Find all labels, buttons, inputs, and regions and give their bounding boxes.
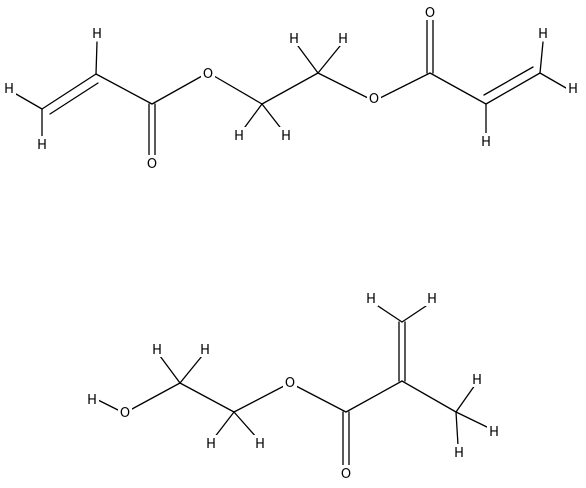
atom-label-text: H	[472, 373, 482, 388]
atom-label: H	[487, 423, 501, 440]
atom-label-text: O	[120, 406, 130, 421]
atom-label: H	[336, 30, 350, 47]
atom-label-text: H	[454, 446, 464, 461]
atom-label: H	[479, 133, 493, 150]
atom-label: H	[287, 30, 301, 47]
atom-label-text: H	[538, 27, 548, 42]
atom-label-text: O	[203, 67, 213, 82]
atom-label-text: H	[87, 393, 97, 408]
atom-labels: H O H H H H O O H H H H H	[85, 290, 501, 482]
molecule-ethylene-glycol-diacrylate: H H H O O H H H H O O H H H	[2, 4, 580, 172]
atom-label-text: H	[4, 82, 14, 97]
atom-label: H	[452, 444, 466, 461]
atom-label: O	[201, 65, 215, 82]
atom-label-text: H	[281, 129, 291, 144]
atom-label-text: H	[338, 32, 348, 47]
atom-label-text: H	[206, 437, 216, 452]
atom-label: H	[198, 341, 212, 358]
atom-label: O	[423, 4, 437, 21]
atom-label: H	[536, 25, 550, 42]
atom-label-text: O	[425, 6, 435, 21]
atom-label-text: H	[255, 437, 265, 452]
atom-label-text: H	[234, 129, 244, 144]
atom-label: H	[566, 80, 580, 97]
atom-label-text: O	[285, 376, 295, 391]
atom-label: H	[470, 371, 484, 388]
atom-label-text: H	[152, 343, 162, 358]
atom-label-text: H	[92, 27, 102, 42]
atom-label-text: H	[568, 82, 578, 97]
atom-label-text: O	[369, 92, 379, 107]
molecule-hydroxyethyl-methacrylate: H O H H H H O O H H H H H	[85, 290, 501, 482]
atom-labels: H H H O O H H H H O O H H H	[2, 4, 580, 172]
atom-label-text: H	[481, 135, 491, 150]
atom-label: O	[283, 374, 297, 391]
bonds	[15, 19, 567, 156]
atom-label-text: H	[37, 138, 47, 153]
atom-label: O	[118, 404, 132, 421]
atom-label: H	[204, 435, 218, 452]
atom-label: O	[339, 465, 353, 482]
atom-label: H	[2, 80, 16, 97]
atom-label-text: O	[341, 467, 351, 482]
atom-label: H	[279, 127, 293, 144]
atom-label-text: H	[427, 292, 437, 307]
atom-label: H	[35, 136, 49, 153]
atom-label: O	[145, 155, 159, 172]
atom-label-text: H	[289, 32, 299, 47]
atom-label-text: H	[489, 425, 499, 440]
atom-label: H	[253, 435, 267, 452]
atom-label-text: O	[147, 157, 157, 172]
atom-label: H	[425, 290, 439, 307]
atom-label: H	[364, 290, 378, 307]
atom-label: O	[367, 90, 381, 107]
atom-label: H	[90, 25, 104, 42]
atom-label: H	[150, 341, 164, 358]
atom-label-text: H	[366, 292, 376, 307]
bonds	[97, 305, 490, 466]
atom-label: H	[232, 127, 246, 144]
atom-label-text: H	[200, 343, 210, 358]
atom-label: H	[85, 391, 99, 408]
